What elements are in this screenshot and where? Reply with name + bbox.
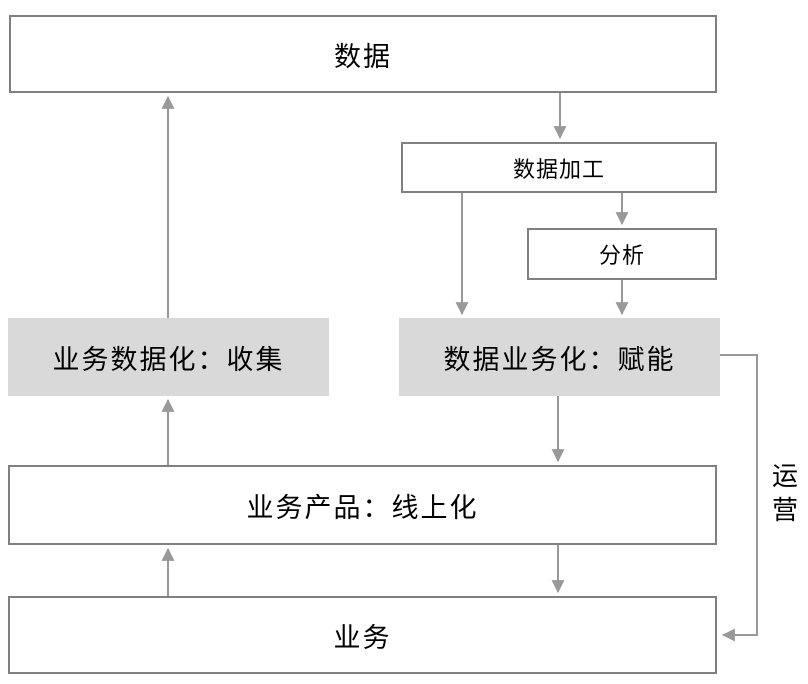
node-data-processing-label: 数据加工 (512, 156, 605, 182)
node-data: 数据 (9, 15, 717, 93)
loop-label-operation: 运营 (771, 461, 798, 525)
node-data-label: 数据 (334, 41, 392, 72)
node-business: 业务 (8, 596, 717, 674)
node-data-businessification-label: 数据业务化：赋能 (443, 344, 676, 375)
node-data-businessification: 数据业务化：赋能 (399, 318, 720, 396)
node-business-product-label: 业务产品：线上化 (246, 492, 479, 523)
node-analysis: 分析 (527, 228, 717, 280)
node-business-label: 业务 (333, 622, 392, 653)
node-business-product: 业务产品：线上化 (8, 465, 717, 545)
node-data-processing: 数据加工 (401, 142, 717, 193)
arrow-empower-to-business-loop (720, 354, 758, 642)
node-business-datafication: 业务数据化：收集 (8, 318, 329, 396)
node-business-datafication-label: 业务数据化：收集 (52, 344, 285, 375)
node-analysis-label: 分析 (598, 243, 645, 268)
